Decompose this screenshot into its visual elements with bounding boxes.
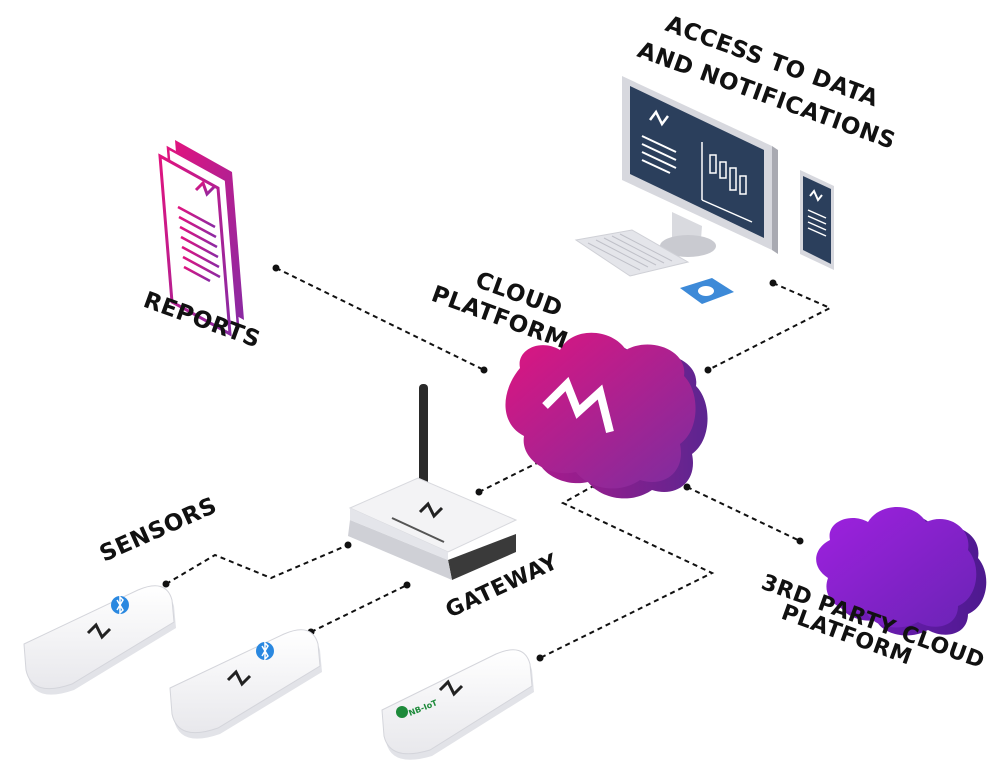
zigzag-logo-icon [226, 669, 252, 687]
connector-dot [403, 581, 411, 589]
mouse-icon [698, 286, 714, 296]
zigzag-logo-icon [86, 622, 112, 640]
connector-dot [475, 488, 483, 496]
antenna [419, 384, 428, 492]
connector-dot [480, 366, 488, 374]
nbiot-icon [396, 706, 408, 718]
gateway-router [348, 384, 518, 580]
zigzag-logo-icon [649, 109, 669, 127]
connector-reports-cloud [275, 267, 485, 371]
connector-dot [536, 654, 544, 662]
connector-nbiot-cloud [539, 484, 715, 659]
zigzag-logo-icon [809, 189, 823, 202]
connector-sensor1-gateway [165, 544, 349, 585]
cloud-platform [505, 332, 708, 499]
zigzag-logo-icon [438, 679, 464, 697]
sensor-bluetooth-2 [169, 629, 322, 739]
connector-dot [796, 537, 804, 545]
desktop-computer [574, 76, 778, 304]
connector-dot [344, 541, 352, 549]
connector-dot [769, 279, 777, 287]
connector-dot [162, 580, 170, 588]
connector-sensor2-gateway [310, 584, 408, 633]
zigzag-logo-icon [418, 501, 444, 519]
reports-documents [158, 140, 244, 337]
zigzag-logo-icon [194, 180, 216, 197]
connector-dot [272, 264, 280, 272]
sensor-bluetooth-1 [23, 585, 176, 695]
zigzag-logo-icon [542, 376, 614, 433]
sensors-label: SENSORS [96, 493, 221, 568]
connector-dot [683, 483, 691, 491]
connector-access-cloud [707, 282, 833, 371]
connector-dot [704, 366, 712, 374]
sensor-nbiot: NB-IoT [381, 649, 534, 760]
connector-cloud-thirdparty [686, 486, 801, 542]
monitor-screen [630, 86, 764, 238]
third-party-cloud [816, 507, 987, 636]
connector-gateway-cloud [478, 459, 544, 493]
smartphone [800, 170, 834, 270]
